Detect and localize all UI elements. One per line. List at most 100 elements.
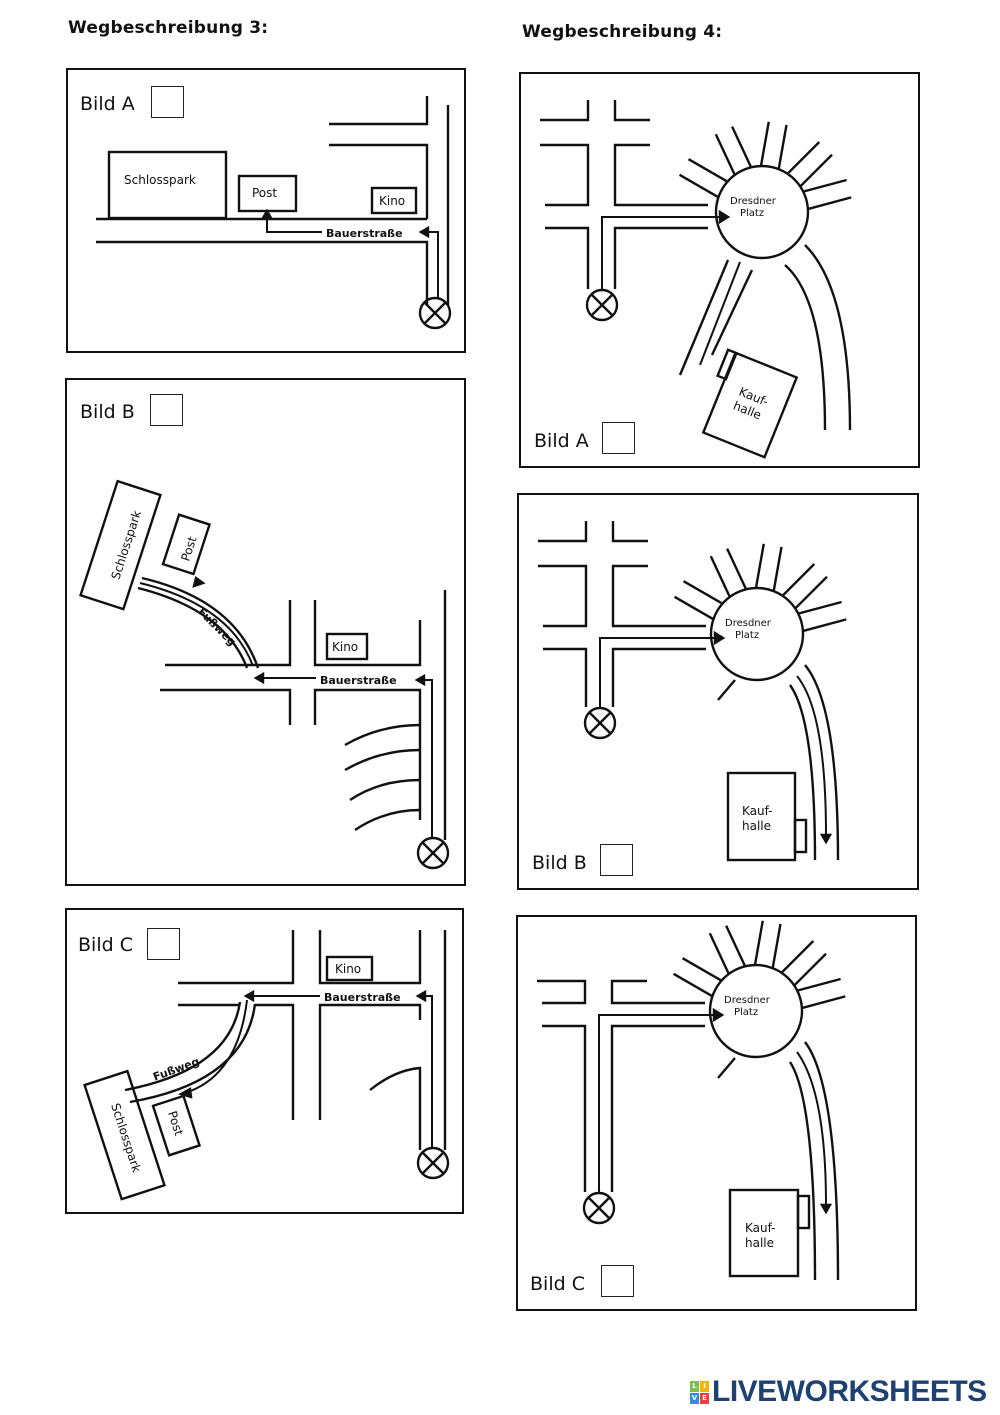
label-dresdner: Dresdner bbox=[730, 196, 777, 207]
label-schlosspark: Schlosspark bbox=[108, 1101, 144, 1174]
radial-street bbox=[725, 925, 746, 967]
label-bauerstrasse: Bauerstraße bbox=[324, 991, 401, 1004]
label-platz: Platz bbox=[735, 630, 759, 641]
logo-tile-i: I bbox=[700, 1380, 709, 1392]
label-kauf: Kauf- bbox=[742, 804, 773, 818]
radial-street bbox=[714, 133, 736, 175]
radial-street bbox=[673, 595, 714, 620]
label-post: Post bbox=[252, 186, 277, 200]
street-line bbox=[537, 979, 587, 1005]
label-kino: Kino bbox=[379, 194, 405, 208]
map-3b: Bild B Schlosspark Post Fußweg Kino Baue… bbox=[65, 378, 466, 886]
route-line bbox=[601, 216, 720, 289]
route-arrow bbox=[713, 630, 726, 646]
radial-street bbox=[798, 600, 842, 615]
start-marker bbox=[585, 288, 619, 322]
checkbox-3-bild-a[interactable] bbox=[151, 86, 184, 118]
radial-street bbox=[754, 543, 765, 588]
checkbox-4-bild-a[interactable] bbox=[602, 422, 635, 454]
label-bild-c: Bild C bbox=[530, 1273, 585, 1295]
logo-tile-e: E bbox=[700, 1392, 709, 1404]
radial-street bbox=[687, 158, 728, 183]
street-line bbox=[613, 100, 650, 122]
checkbox-3-bild-b[interactable] bbox=[150, 394, 183, 426]
label-platz: Platz bbox=[740, 208, 764, 219]
roundabout bbox=[714, 164, 810, 260]
street-line bbox=[542, 1024, 587, 1192]
street-line bbox=[543, 647, 588, 707]
street-line bbox=[545, 226, 590, 289]
logo-tiles: L I V E bbox=[690, 1380, 709, 1404]
label-fussweg: Fußweg bbox=[151, 1055, 201, 1084]
checkbox-3-bild-c[interactable] bbox=[147, 928, 180, 960]
label-bild-c: Bild C bbox=[78, 934, 133, 956]
street-line bbox=[540, 143, 590, 207]
logo-tile-l: L bbox=[690, 1380, 699, 1392]
radial-street bbox=[800, 153, 833, 187]
logo-text: LIVEWORKSHEETS bbox=[712, 1375, 987, 1408]
label-schlosspark: Schlosspark bbox=[109, 509, 145, 582]
route-line bbox=[599, 637, 715, 707]
label-kino: Kino bbox=[332, 640, 358, 654]
radial-street bbox=[795, 575, 828, 609]
radial-street bbox=[802, 995, 846, 1009]
label-kauf: Kauf- bbox=[745, 1221, 776, 1235]
radial-street bbox=[803, 178, 847, 193]
liveworksheets-logo: L I V E LIVEWORKSHEETS bbox=[690, 1376, 987, 1408]
radial-street bbox=[787, 141, 821, 174]
roundabout bbox=[708, 963, 804, 1059]
label-bild-b: Bild B bbox=[532, 852, 587, 874]
street-line bbox=[613, 226, 708, 289]
start-marker-cross bbox=[588, 711, 612, 735]
label-dresdner: Dresdner bbox=[724, 995, 771, 1006]
map-3c: Bild C Kino Fußweg Schlosspark Post Baue… bbox=[65, 908, 464, 1214]
checkbox-4-bild-c[interactable] bbox=[601, 1265, 634, 1297]
radial-street bbox=[708, 932, 730, 974]
street-line bbox=[610, 1024, 705, 1192]
logo-tile-v: V bbox=[690, 1392, 699, 1404]
radial-street bbox=[678, 173, 719, 198]
street-line bbox=[611, 564, 706, 628]
radial-street bbox=[682, 580, 723, 605]
label-platz: Platz bbox=[734, 1007, 758, 1018]
label-post: Post bbox=[165, 1109, 186, 1137]
radial-street bbox=[753, 920, 764, 965]
radial-street bbox=[777, 124, 788, 169]
street-line bbox=[538, 521, 588, 543]
street-line bbox=[538, 564, 588, 628]
label-schlosspark: Schlosspark bbox=[124, 173, 196, 187]
label-halle: halle bbox=[742, 819, 771, 833]
roundabout bbox=[709, 586, 805, 682]
radial-street bbox=[759, 121, 770, 166]
radial-street bbox=[726, 548, 747, 590]
street-line bbox=[611, 521, 648, 543]
label-bild-b: Bild B bbox=[80, 401, 135, 423]
start-marker-cross bbox=[590, 293, 614, 317]
label-bauerstrasse: Bauerstraße bbox=[320, 674, 397, 687]
radial-street bbox=[808, 196, 852, 210]
heading-wegbeschreibung-4: Wegbeschreibung 4: bbox=[522, 22, 723, 42]
radial-street bbox=[771, 923, 782, 968]
label-post: Post bbox=[178, 534, 199, 562]
label-dresdner: Dresdner bbox=[725, 618, 772, 629]
checkbox-4-bild-b[interactable] bbox=[600, 844, 633, 876]
radial-street bbox=[681, 957, 722, 982]
start-marker-cross bbox=[587, 1196, 611, 1220]
radial-street bbox=[794, 952, 827, 986]
radial-street bbox=[797, 977, 841, 992]
radial-street bbox=[803, 618, 847, 632]
route-line bbox=[598, 1014, 714, 1192]
label-kino: Kino bbox=[335, 962, 361, 976]
street-line bbox=[611, 647, 706, 707]
radial-street bbox=[709, 555, 731, 597]
radial-street bbox=[672, 972, 713, 997]
label-bauerstrasse: Bauerstraße bbox=[326, 227, 403, 240]
street-line bbox=[610, 979, 705, 1005]
radial-street bbox=[731, 126, 752, 168]
heading-wegbeschreibung-3: Wegbeschreibung 3: bbox=[68, 18, 269, 38]
